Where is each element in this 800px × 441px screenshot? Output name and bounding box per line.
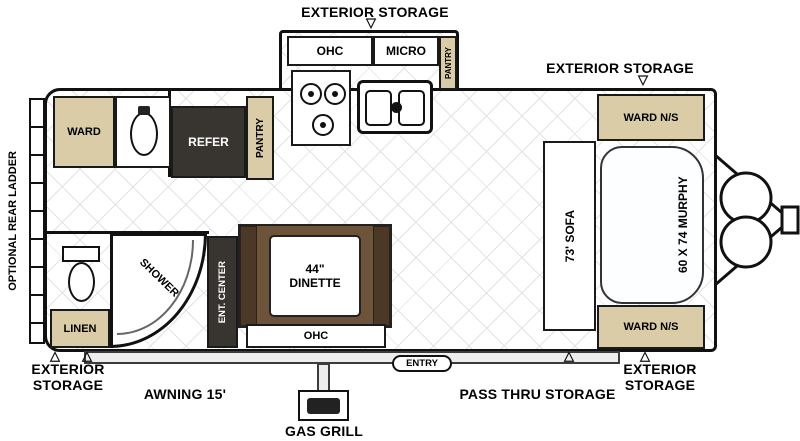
kitchen-sink-icon [357,80,433,134]
sink-basin-icon [398,90,425,126]
wardrobe-ns-bottom: WARD N/S [597,305,705,349]
pantry-rear: PANTRY [246,96,274,180]
arrow-up-icon: △ [82,348,92,363]
microwave-label: MICRO [386,44,426,58]
arrow-up-icon: △ [564,348,574,363]
linen-label: LINEN [63,322,97,335]
faucet-icon [138,106,150,115]
microwave: MICRO [373,36,439,66]
pantry-kitchen: PANTRY [439,36,457,90]
wardrobe-ns-label: WARD N/S [623,111,679,124]
bath-vanity [115,96,171,168]
grill-lid-icon [307,398,340,414]
dinette-seat [240,226,257,326]
dinette-label: 44" DINETTE [289,261,341,290]
stove-icon [291,70,351,146]
dinette-booth: 44" DINETTE [238,224,392,328]
ohc-label: OHC [303,330,329,342]
burner-icon [324,83,346,105]
wardrobe-ns-top: WARD N/S [597,94,705,141]
pantry-label: PANTRY [254,118,266,158]
label-exterior-storage-front-bottom: EXTERIOR STORAGE [623,361,697,393]
faucet-icon [391,102,402,113]
hitch-frame [714,153,800,287]
burner-icon [300,83,322,105]
label-awning: AWNING 15' [143,386,227,402]
arrow-up-icon: △ [640,348,650,363]
rear-ladder-icon [29,98,45,344]
bathroom-sink-icon [130,112,158,156]
label-pass-thru-storage: PASS THRU STORAGE [459,386,616,402]
entry-text: ENTRY [406,358,438,369]
entertainment-center: ENT. CENTER [207,236,238,348]
toilet-bowl-icon [68,262,95,302]
grill-mount [317,363,330,392]
wardrobe-label: WARD [67,126,101,138]
refrigerator: REFER [171,106,246,178]
murphy-bed: 60 X 74 MURPHY [600,146,704,304]
optional-rear-ladder-text: OPTIONAL REAR LADDER [7,151,19,291]
label-exterior-storage-rear: EXTERIOR STORAGE [31,361,105,393]
overhead-cabinet-kitchen: OHC [287,36,373,66]
label-exterior-storage-front: EXTERIOR STORAGE [546,60,694,76]
arrow-down-icon: ▽ [638,72,648,87]
label-gas-grill: GAS GRILL [284,423,364,439]
refrigerator-label: REFER [188,135,229,149]
awning-rail [84,351,620,364]
linen-cabinet: LINEN [50,309,110,348]
sink-basin-icon [365,90,392,126]
ohc-label: OHC [316,44,344,58]
gas-grill-icon [298,390,349,421]
entry-door-label: ENTRY [392,355,452,372]
sofa: 73' SOFA [543,141,596,331]
murphy-bed-label: 60 X 74 MURPHY [676,176,690,274]
wall-bathroom [47,231,209,234]
hitch-coupler-icon [780,205,800,235]
burner-icon [312,114,334,136]
propane-tank-icon [719,215,773,269]
overhead-cabinet-dinette: OHC [246,324,386,348]
arrow-down-icon: ▽ [366,15,376,30]
wardrobe-ns-label: WARD N/S [623,321,679,333]
toilet-tank-icon [62,246,100,262]
label-optional-rear-ladder: OPTIONAL REAR LADDER [0,96,26,346]
dinette-table: 44" DINETTE [269,235,361,317]
dinette-seat [373,226,390,326]
wardrobe-rear: WARD [53,96,115,168]
ent-center-label: ENT. CENTER [217,260,228,324]
sofa-label: 73' SOFA [562,209,577,263]
pantry-label: PANTRY [443,47,453,79]
arrow-up-icon: △ [50,348,60,363]
label-exterior-storage-kitchen: EXTERIOR STORAGE [301,4,449,20]
